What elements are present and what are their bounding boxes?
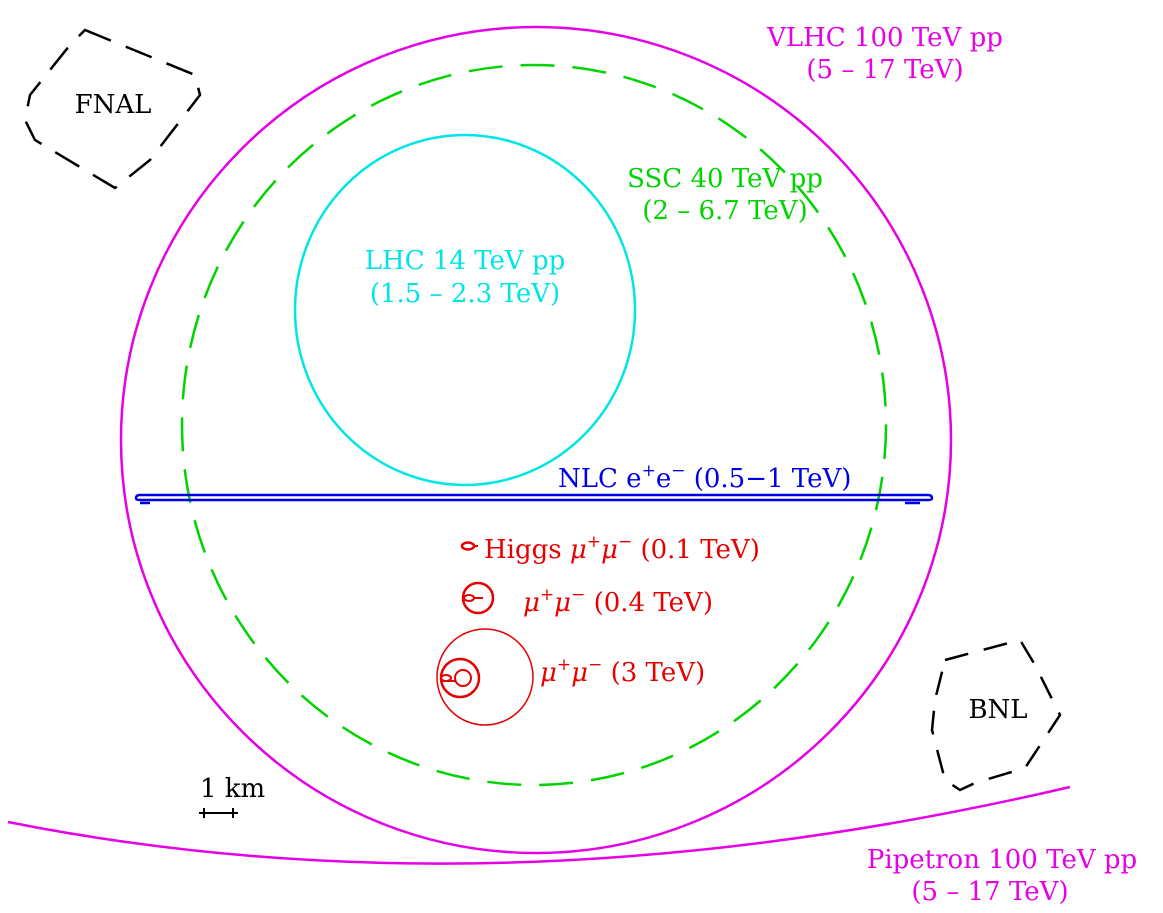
ssc-ring: SSC 40 TeV pp (2 – 6.7 TeV) <box>180 63 888 787</box>
pipetron-label-line1: Pipetron 100 TeV pp <box>867 845 1137 875</box>
lhc-circle <box>293 133 637 487</box>
scale-label: 1 km <box>200 774 265 804</box>
fnal-outline <box>23 28 202 190</box>
vlhc-ring: VLHC 100 TeV pp (5 – 17 TeV) <box>119 23 1003 855</box>
higgs-ring <box>460 541 476 551</box>
muon-0-4-inner-ring <box>463 594 475 602</box>
lhc-ring: LHC 14 TeV pp (1.5 – 2.3 TeV) <box>293 133 637 487</box>
muon-3-label: μ+μ− (3 TeV) <box>540 655 705 688</box>
nlc-label: NLC e+e− (0.5−1 TeV) <box>558 461 851 494</box>
muon-0-4-label: μ+μ− (0.4 TeV) <box>523 585 713 618</box>
bnl-label: BNL <box>968 695 1027 725</box>
muon-collider-0-4tev: μ+μ− (0.4 TeV) <box>461 581 713 618</box>
pipetron-label-line2: (5 – 17 TeV) <box>911 877 1068 907</box>
scale-bar: 1 km <box>199 774 265 818</box>
muon-collider-3tev: μ+μ− (3 TeV) <box>436 628 705 726</box>
bnl-outline <box>930 638 1062 792</box>
ssc-label-line1: SSC 40 TeV pp <box>627 164 823 194</box>
ssc-circle <box>180 63 888 787</box>
pipetron-arc <box>7 785 1071 865</box>
vlhc-label-line2: (5 – 17 TeV) <box>806 55 963 85</box>
fnal-site: FNAL <box>23 28 202 190</box>
pipetron-ring: Pipetron 100 TeV pp (5 – 17 TeV) <box>7 785 1137 907</box>
lhc-label-line1: LHC 14 TeV pp <box>365 246 565 276</box>
vlhc-label-line1: VLHC 100 TeV pp <box>766 23 1003 53</box>
ssc-label-line2: (2 – 6.7 TeV) <box>642 196 807 226</box>
higgs-label: Higgs μ+μ− (0.1 TeV) <box>484 532 760 565</box>
nlc-beamline <box>134 493 934 502</box>
bnl-site: BNL <box>930 638 1062 792</box>
muon-3-mid-ring <box>439 657 481 699</box>
muon-3-outer-ring <box>436 628 534 726</box>
lhc-label-line2: (1.5 – 2.3 TeV) <box>370 279 560 309</box>
muon-3-inner-ring <box>454 669 472 687</box>
vlhc-circle <box>119 25 953 855</box>
higgs-muon-collider: Higgs μ+μ− (0.1 TeV) <box>460 532 760 565</box>
nlc-collider: NLC e+e− (0.5−1 TeV) <box>134 461 934 505</box>
fnal-label: FNAL <box>75 90 152 120</box>
